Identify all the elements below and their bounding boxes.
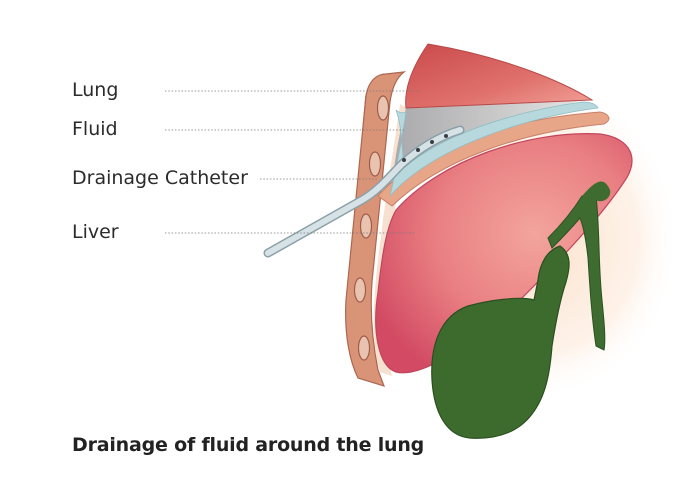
label-fluid: Fluid [72,118,118,140]
drainage-catheter-tube-inner [265,127,463,256]
catheter-hole [416,148,420,152]
leader-lines [165,90,420,234]
label-lung: Lung [72,79,119,101]
rib [353,277,367,303]
label-drainage-catheter: Drainage Catheter [72,167,248,189]
rib [368,151,382,177]
rib [376,95,390,121]
bile-duct [547,195,606,351]
rib [359,213,373,239]
catheter-hole [402,158,406,162]
label-liver: Liver [72,221,119,243]
bile-duct-branch [582,181,611,202]
diagram-caption: Drainage of fluid around the lung [72,434,425,456]
gallbladder-shape [431,245,570,439]
rib [357,335,371,361]
catheter-hole [444,134,448,138]
lung-shape [405,43,594,109]
catheter-holes [402,134,448,162]
fluid-layer [389,101,599,197]
fluid-pocket [392,100,582,190]
ribs [353,95,390,361]
catheter-hole [430,140,434,144]
